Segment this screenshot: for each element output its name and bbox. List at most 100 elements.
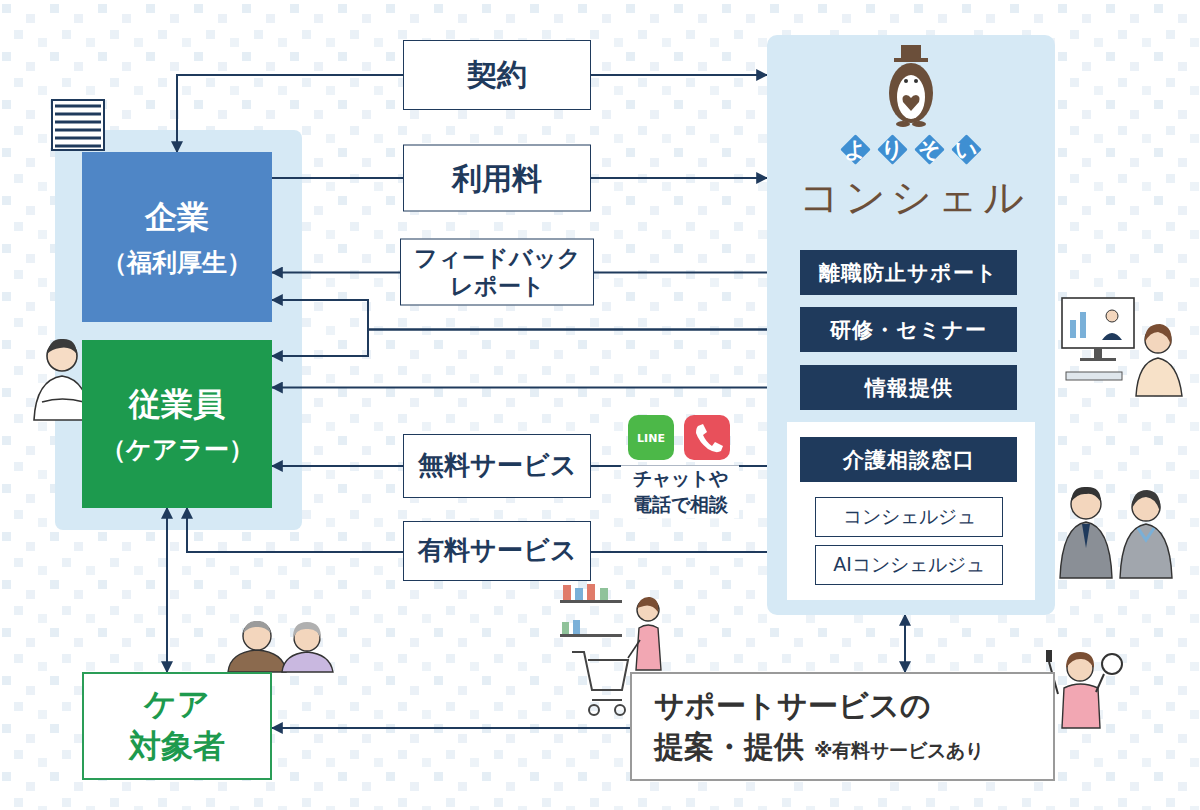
edge-label-box: 無料サービス (403, 434, 591, 498)
concierge-staff-illustration-part (1138, 528, 1154, 540)
node-title: コンシェルジュ (843, 504, 976, 530)
building-icon-part (55, 121, 101, 124)
shopping-illustration-part (600, 588, 608, 600)
shopping-illustration-part (573, 620, 580, 634)
node-subtitle: ※有料サービスあり (814, 739, 984, 761)
chat-phone-note: チャットや 電話で相談 (621, 465, 739, 518)
online-seminar-illustration-part (1080, 358, 1116, 361)
care-recipient-box: ケア 対象者 (82, 672, 272, 780)
service-box: 情報提供 (800, 365, 1017, 410)
building-icon-part (55, 145, 101, 148)
node-subtitle: （福利厚生） (102, 246, 252, 279)
shopping-illustration-part (562, 622, 569, 634)
flow-arrow (272, 330, 800, 357)
line-icon-text: LINE (637, 432, 665, 445)
building-icon-part (55, 137, 101, 140)
shopping-illustration-part (592, 699, 622, 701)
service-box: 離職防止サポート (800, 250, 1017, 295)
shopping-illustration-part (628, 640, 640, 658)
elderly-couple-icon-part (282, 652, 333, 672)
concierge-staff-illustration (1060, 487, 1172, 578)
cooking-illustration-part (1046, 650, 1052, 662)
edge-label-box: 有料サービス (403, 521, 591, 581)
cooking-illustration (1046, 650, 1122, 728)
phone-icon (684, 415, 730, 460)
building-icon-part (55, 113, 101, 116)
online-seminar-illustration-part (1106, 310, 1118, 322)
online-seminar-illustration-part (1062, 298, 1134, 348)
shopping-illustration-part (560, 600, 622, 603)
support-service-box: サポートサービスの 提案・提供※有料サービスあり (630, 672, 1055, 781)
online-seminar-illustration-part (1070, 320, 1076, 338)
line-app-icon (628, 415, 674, 460)
shopping-illustration-part (563, 585, 571, 600)
cooking-illustration-part (1096, 674, 1104, 692)
flow-arrow (166, 508, 168, 672)
shopping-illustration-part (560, 634, 622, 637)
node-title: 離職防止サポート (819, 259, 998, 287)
flow-arrow (904, 615, 906, 672)
online-seminar-illustration-part (1094, 348, 1102, 358)
shopping-illustration-part (636, 625, 661, 670)
edge-label-box: 契約 (403, 40, 591, 110)
flow-arrow (272, 387, 800, 389)
building-icon-part (55, 129, 101, 132)
employee-box: 従業員（ケアラー） (82, 340, 272, 508)
node-title: 情報提供 (865, 374, 953, 402)
concierge-staff-illustration-part (1082, 524, 1090, 548)
node-title: ケア 対象者 (110, 684, 244, 767)
online-seminar-illustration (1062, 298, 1182, 396)
shopping-illustration-part (637, 597, 658, 612)
edge-label-box: 利用料 (403, 145, 591, 212)
node-title: 従業員 (129, 383, 225, 427)
concierge-box: コンシェルジュ (815, 497, 1003, 537)
concierge-staff-illustration-part (1120, 524, 1172, 578)
consultation-desk-area (787, 422, 1035, 600)
online-seminar-illustration-part (1102, 333, 1122, 340)
online-seminar-illustration-part (1145, 324, 1172, 346)
elderly-couple-icon-part (293, 622, 321, 640)
building-icon-part (52, 100, 104, 150)
phone-icon-part (684, 415, 730, 460)
line-app-icon-part (628, 415, 674, 460)
cooking-illustration-part (1066, 652, 1094, 668)
shopping-illustration-part (587, 584, 595, 600)
cooking-illustration-part (1102, 654, 1122, 674)
shopping-illustration-part (575, 588, 583, 600)
concierge-staff-illustration-part (1132, 490, 1160, 512)
shopping-illustration-part (589, 705, 599, 715)
carer-person-icon-part (42, 399, 84, 402)
node-title: AIコンシェルジュ (833, 552, 985, 578)
node-subtitle: コンシェル (767, 173, 1055, 221)
shopping-illustration-part (615, 705, 625, 715)
node-title: 研修・セミナー (830, 316, 987, 344)
penguin-logo (889, 45, 933, 127)
service-box: 介護相談窓口 (800, 437, 1017, 482)
elderly-couple-icon-part (228, 650, 286, 672)
service-box: 研修・セミナー (800, 307, 1017, 352)
concierge-staff-illustration-part (1071, 487, 1101, 502)
elderly-couple-icon-part (243, 621, 271, 633)
node-title: 介護相談窓口 (843, 446, 975, 474)
concierge-staff-illustration-part (1060, 522, 1112, 578)
online-seminar-illustration-part (1136, 358, 1182, 396)
service-provider-panel: よりそいコンシェル離職防止サポート研修・セミナー情報提供介護相談窓口コンシェルジ… (767, 35, 1055, 615)
phone-icon-part (696, 424, 723, 452)
edge-label-box: フィードバック レポート (400, 239, 594, 306)
flow-arrow (272, 727, 630, 729)
node-title: 企業 (145, 196, 209, 240)
online-seminar-illustration-part (1080, 312, 1086, 338)
building-icon-part (55, 105, 101, 108)
online-seminar-illustration-part (1066, 372, 1122, 380)
cooking-illustration-part (1062, 684, 1100, 728)
building-icon (52, 100, 104, 150)
elderly-couple-icon (228, 621, 333, 672)
company-box: 企業 （福利厚生） (82, 152, 272, 322)
carer-person-icon-part (47, 339, 77, 354)
shopping-illustration-part (572, 652, 628, 690)
company-group-band (55, 130, 302, 530)
node-title: よりそい (767, 35, 1055, 165)
ai-concierge-box: AIコンシェルジュ (815, 545, 1003, 585)
